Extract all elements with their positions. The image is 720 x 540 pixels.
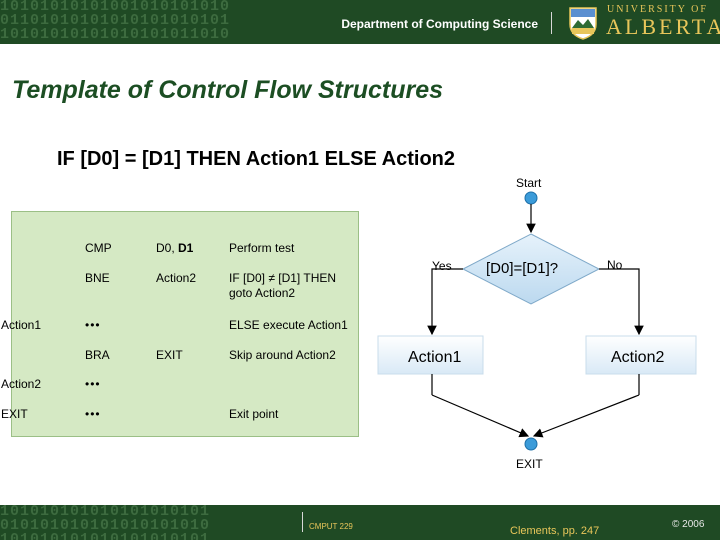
university-crest-icon xyxy=(569,7,597,40)
code-op: CMP xyxy=(85,241,112,255)
action1-box xyxy=(377,335,484,375)
start-node xyxy=(524,191,538,205)
header-bar: 10101010101001010101010 0110101010101010… xyxy=(0,0,720,44)
decision-label: [D0]=[D1]? xyxy=(486,260,559,277)
decision-diamond xyxy=(461,233,601,305)
start-label: Start xyxy=(516,176,542,190)
exit-node xyxy=(524,437,538,451)
university-of-label: UNIVERSITY OF xyxy=(607,4,708,15)
footer-bar: 101010101010101010101 010101010101010101… xyxy=(0,505,720,540)
footer-binary-pattern: 101010101010101010101 010101010101010101… xyxy=(0,505,211,540)
header-divider xyxy=(551,12,552,34)
copyright-notice: © 2006 xyxy=(672,519,705,530)
action1-label: Action1 xyxy=(408,349,462,366)
flowchart-graphics xyxy=(377,191,697,451)
action2-box xyxy=(585,335,697,375)
yes-label: Yes xyxy=(432,259,452,273)
code-comment: Exit point xyxy=(229,407,279,421)
code-operand: D0, D1 xyxy=(156,241,193,255)
code-label: Action2 xyxy=(1,377,42,391)
code-op: BRA xyxy=(85,348,110,362)
code-comment: IF [D0] ≠ [D1] THEN goto Action2 xyxy=(229,271,337,300)
course-code: CMPUT 229 xyxy=(309,522,353,531)
if-then-else-statement: IF [D0] = [D1] THEN Action1 ELSE Action2 xyxy=(57,148,455,170)
code-op: BNE xyxy=(85,271,110,285)
alberta-wordmark[interactable]: ALBERTA xyxy=(606,14,720,39)
action2-label: Action2 xyxy=(611,349,665,366)
no-branch-arrow xyxy=(599,268,644,336)
flowchart: Start [D0]=[D1]? Yes No Action1 Action2 … xyxy=(370,170,710,475)
no-label: No xyxy=(607,258,623,272)
code-op: ••• xyxy=(85,318,101,332)
exit-label: EXIT xyxy=(516,457,543,471)
code-label: Action1 xyxy=(1,318,42,332)
code-comment: ELSE execute Action1 xyxy=(229,318,348,332)
yes-branch-arrow xyxy=(427,268,463,336)
code-op: ••• xyxy=(85,407,101,421)
code-operand: Action2 xyxy=(156,271,197,285)
code-label: EXIT xyxy=(1,407,28,421)
code-comment: Perform test xyxy=(229,241,295,255)
merge-right-arrow xyxy=(532,394,640,438)
code-comment: Skip around Action2 xyxy=(229,348,336,362)
assembly-code-box: CMP D0, D1 Perform test BNE Action2 IF [… xyxy=(1,211,359,437)
footer-divider xyxy=(302,512,303,532)
code-operand-bold: D1 xyxy=(178,241,194,255)
reference-citation: Clements, pp. 247 xyxy=(510,525,600,537)
code-op: ••• xyxy=(85,377,101,391)
merge-left-arrow xyxy=(431,394,530,438)
slide-title: Template of Control Flow Structures xyxy=(12,76,444,104)
header-binary-pattern: 10101010101001010101010 0110101010101010… xyxy=(0,0,231,43)
code-operand: EXIT xyxy=(156,348,183,362)
department-name[interactable]: Department of Computing Science xyxy=(341,17,538,31)
code-operand-text: D0, xyxy=(156,241,179,255)
